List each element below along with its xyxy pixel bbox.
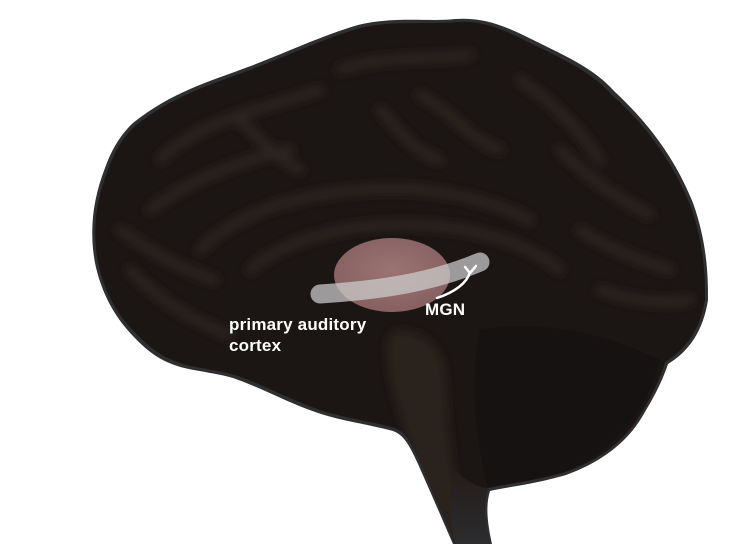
primary-auditory-cortex-label-line2: cortex [229, 336, 282, 355]
mgn-label: MGN [425, 300, 466, 319]
mgn-pointer-fork [463, 264, 478, 275]
brainstem [450, 470, 490, 544]
mgn-pointer-line [435, 270, 472, 300]
primary-auditory-cortex-label-line1: primary auditory [229, 315, 367, 334]
primary-auditory-cortex-label: primary auditory cortex [229, 314, 366, 356]
auditory-pathway-bar [310, 252, 490, 304]
cerebellum [474, 326, 660, 488]
gyri-folds [115, 50, 695, 544]
